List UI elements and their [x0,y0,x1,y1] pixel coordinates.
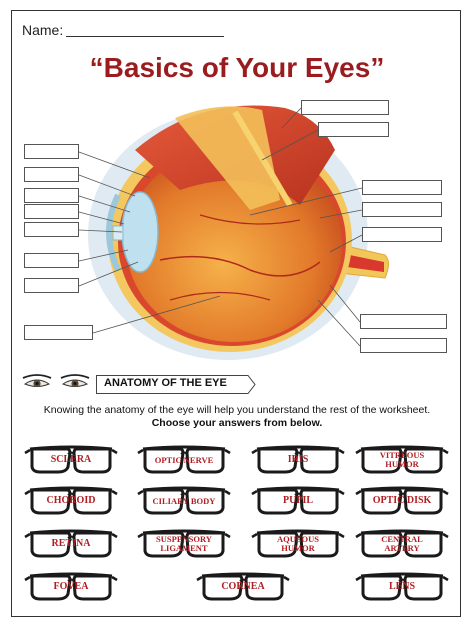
answer-choice[interactable]: SUSPENSORY LIGAMENT [137,529,231,559]
answer-label: IRIS [287,454,309,465]
answer-label: RETINA [51,538,91,549]
label-blank-8[interactable] [362,202,442,217]
answer-label: CENTRAL ARTERY [381,534,423,553]
answer-choice[interactable]: CENTRAL ARTERY [355,529,449,559]
answer-choice[interactable]: AQUEOUS HUMOR [251,529,345,559]
answer-choice[interactable]: SCLERA [24,445,118,475]
section-heading-banner: ANATOMY OF THE EYE [96,375,256,394]
instructions-line-1: Knowing the anatomy of the eye will help… [43,404,431,416]
label-blank-10[interactable] [362,227,442,242]
name-label: Name: [22,22,64,38]
label-blank-6[interactable] [24,188,79,203]
answer-label: CILIARY BODY [152,495,216,506]
label-blank-9[interactable] [24,222,79,237]
label-blank-3[interactable] [24,144,79,159]
section-heading: ANATOMY OF THE EYE [104,377,227,389]
answer-choice[interactable]: CORNEA [196,572,290,602]
answer-choice[interactable]: OPTIC DISK [355,486,449,516]
label-blank-13[interactable] [360,314,447,329]
label-blank-15[interactable] [360,338,447,353]
answer-choice[interactable]: VITREOUS HUMOR [355,445,449,475]
answer-label: FOVEA [53,581,89,592]
instructions-line-2: Choose your answers from below. [151,417,323,429]
label-blank-1[interactable] [301,100,389,115]
answer-choice[interactable]: IRIS [251,445,345,475]
answer-choice[interactable]: PUPIL [251,486,345,516]
answer-choice[interactable]: FOVEA [24,572,118,602]
answer-choice[interactable]: CILIARY BODY [137,486,231,516]
answer-choice[interactable]: OPTIC NERVE [137,445,231,475]
label-blank-4[interactable] [24,167,79,182]
answer-choice[interactable]: RETINA [24,529,118,559]
label-blank-5[interactable] [362,180,442,195]
answer-label: PUPIL [283,495,313,506]
label-blank-2[interactable] [318,122,389,137]
eye-icon [22,374,52,388]
answer-label: SUSPENSORY LIGAMENT [156,534,212,553]
answer-label: AQUEOUS HUMOR [276,534,320,553]
answer-label: CORNEA [221,581,265,592]
answer-choice[interactable]: CHOROID [24,486,118,516]
answer-label: VITREOUS HUMOR [379,450,425,469]
label-blank-12[interactable] [24,278,79,293]
name-field-line[interactable] [66,36,224,37]
label-blank-14[interactable] [24,325,93,340]
label-blank-11[interactable] [24,253,79,268]
answer-label: SCLERA [50,454,92,465]
eye-icon [60,374,90,388]
answer-label: OPTIC DISK [372,495,432,506]
answer-choice[interactable]: LENS [355,572,449,602]
answer-label: CHOROID [46,495,96,506]
label-blank-7[interactable] [24,204,79,219]
answer-label: LENS [388,581,416,592]
eye-anatomy-illustration [78,105,389,360]
page-title: “Basics of Your Eyes” [89,52,385,83]
answer-label: OPTIC NERVE [154,454,214,465]
